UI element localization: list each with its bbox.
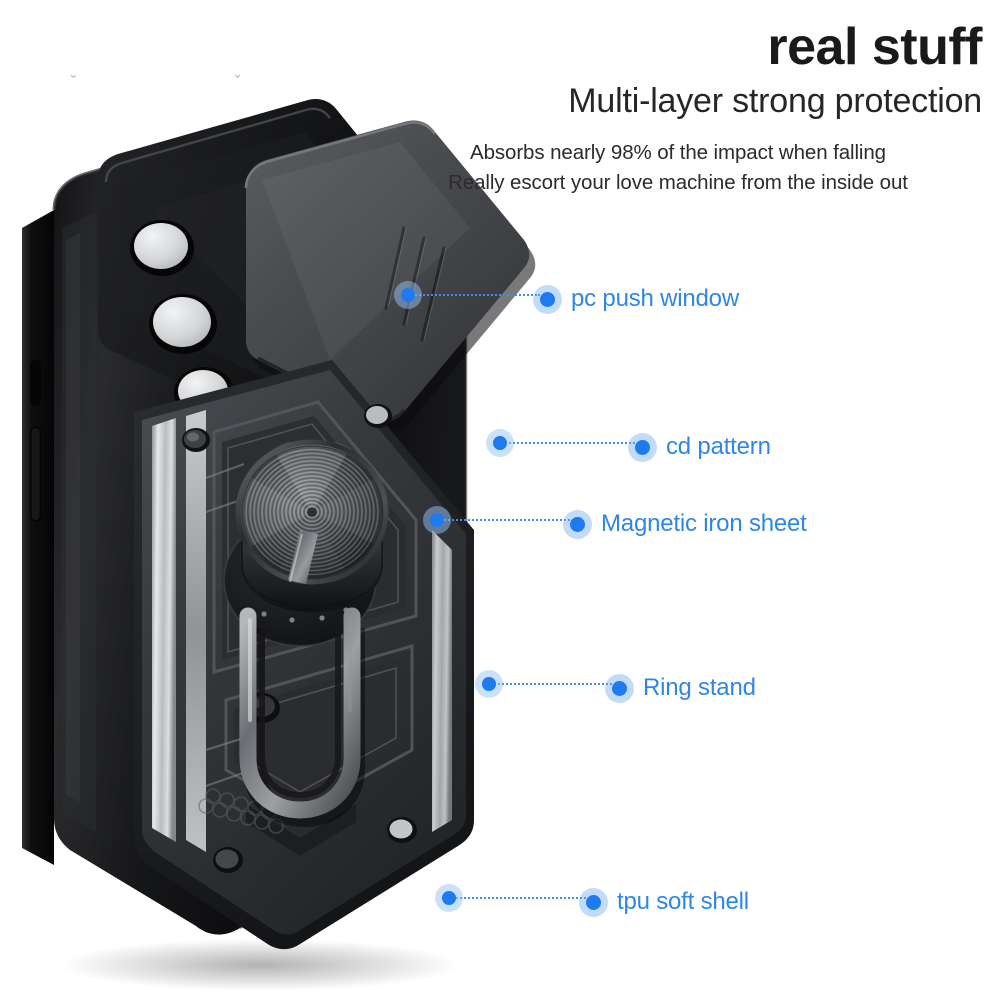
callout-dot-product [430, 513, 444, 527]
leader-line [449, 897, 586, 899]
leader-line [500, 442, 635, 444]
body-line-1: Absorbs nearly 98% of the impact when fa… [470, 141, 886, 165]
callout-label: cd pattern [666, 433, 771, 460]
ring-stand [239, 607, 365, 828]
ring-hinge [288, 530, 318, 584]
callout-magnetic-iron-sheet[interactable]: Magnetic iron sheet [570, 512, 807, 536]
callout-label: tpu soft shell [617, 888, 749, 915]
body-line-2: Really escort your love machine from the… [448, 170, 908, 194]
callout-label: Magnetic iron sheet [601, 510, 807, 537]
callout-dot-label [570, 516, 585, 532]
callout-dot-label [612, 680, 627, 696]
callout-dot-product [493, 436, 507, 450]
callout-dot-label [540, 291, 555, 307]
cd-pattern-disc [235, 439, 389, 612]
page-subtitle: Multi-layer strong protection [568, 82, 982, 121]
callout-label: Ring stand [643, 674, 756, 701]
callout-ring-stand[interactable]: Ring stand [612, 676, 756, 700]
metal-bevel-right [432, 530, 452, 832]
spec-mark: ⌄ [232, 66, 243, 81]
metal-bevel-left [152, 418, 176, 842]
pc-push-window-slider [244, 120, 536, 432]
leader-line [437, 519, 570, 521]
callout-dot-label [586, 894, 601, 910]
product-image: ⌄ ⌄ [22, 66, 536, 990]
callout-label: pc push window [571, 285, 739, 312]
callout-cd-pattern[interactable]: cd pattern [635, 435, 771, 459]
leader-line [408, 294, 540, 296]
callout-dot-product [442, 891, 456, 905]
side-button-cutouts [30, 360, 41, 522]
callout-tpu-soft-shell[interactable]: tpu soft shell [586, 890, 749, 914]
leader-line [489, 683, 612, 685]
callout-dot-product [401, 288, 415, 302]
header-text-block: real stuff Multi-layer strong protection… [382, 20, 982, 198]
camera-lens-cutouts [130, 220, 293, 419]
callout-dot-product [482, 677, 496, 691]
page-title: real stuff [767, 18, 982, 76]
body-copy: Absorbs nearly 98% of the impact when fa… [382, 138, 982, 197]
spec-mark: ⌄ [68, 66, 79, 81]
callout-pc-push-window[interactable]: pc push window [540, 287, 739, 311]
callout-dot-label [635, 439, 650, 455]
